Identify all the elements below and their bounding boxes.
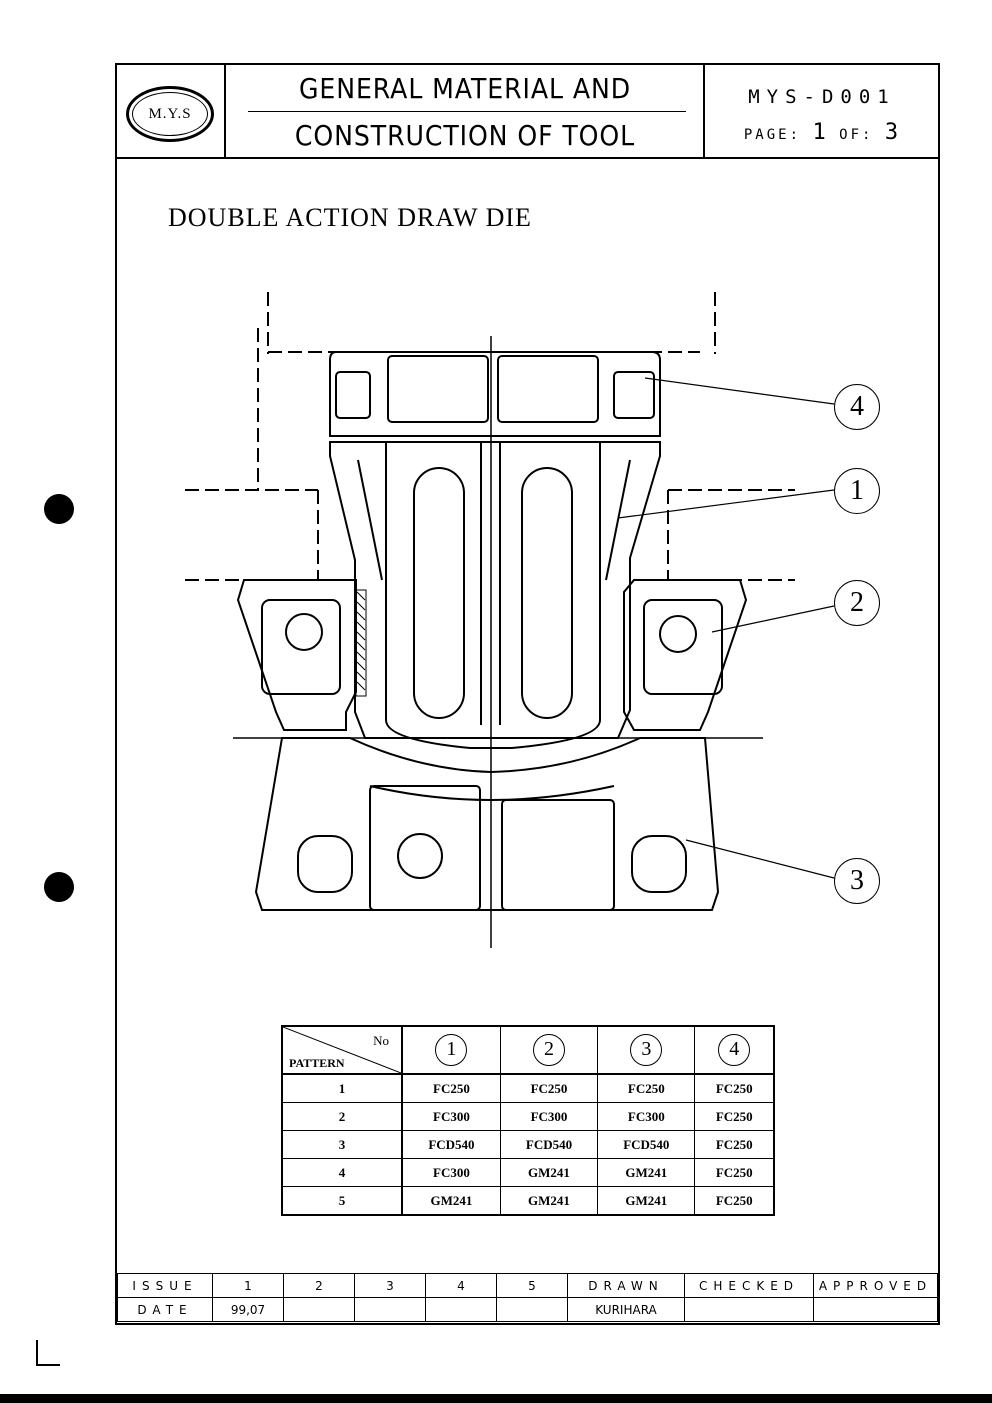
revision-block: ISSUE 1 2 3 4 5 DRAWN CHECKED APPROVED D… [117,1273,938,1322]
scan-edge [0,1394,992,1403]
issue-date [425,1297,497,1322]
page-total: 3 [884,120,901,145]
material-cell: FC250 [694,1186,775,1216]
issue-number: 3 [354,1273,426,1298]
column-header-2: 2 [499,1025,599,1075]
logo-text: M.Y.S [132,92,208,136]
material-table: No PATTERN 1 2 3 4 1 FC250 FC250 FC250 F… [281,1025,775,1216]
date-label: DATE [117,1297,213,1322]
callout-1: 1 [834,468,880,514]
material-cell: FC300 [401,1102,501,1131]
pattern-cell: 4 [281,1158,403,1187]
issue-date [283,1297,355,1322]
material-cell: FC250 [694,1102,775,1131]
part-2-blank-holder [236,579,748,731]
issue-number: 5 [496,1273,568,1298]
page-current: 1 [812,120,828,145]
material-cell: GM241 [597,1158,696,1187]
issue-label: ISSUE [117,1273,213,1298]
checked-by [684,1297,814,1322]
material-table-header: No PATTERN 1 2 3 4 [281,1025,775,1075]
table-row: 4 FC300 GM241 GM241 FC250 [281,1158,775,1187]
issue-number: 2 [283,1273,355,1298]
material-cell: FC250 [694,1158,775,1187]
issue-date [354,1297,426,1322]
header-divider-right [703,63,705,158]
pattern-cell: 1 [281,1073,403,1103]
table-row: 2 FC300 FC300 FC300 FC250 [281,1102,775,1131]
callout-4: 4 [834,384,880,430]
issue-number: 4 [425,1273,497,1298]
approved-label: APPROVED [813,1273,938,1298]
material-cell: FC300 [499,1102,599,1131]
document-title-line1: GENERAL MATERIAL AND [298,72,632,105]
drawing-title: DOUBLE ACTION DRAW DIE [168,203,532,232]
title-underline [248,111,686,112]
material-cell: FC250 [401,1073,501,1103]
material-cell: FC250 [694,1130,775,1159]
drawing-frame [115,63,940,1325]
issue-row: ISSUE 1 2 3 4 5 DRAWN CHECKED APPROVED [117,1273,938,1298]
table-row: 3 FCD540 FCD540 FCD540 FC250 [281,1130,775,1159]
column-header-3: 3 [597,1025,696,1075]
material-cell: FCD540 [597,1130,696,1159]
material-cell: FC250 [597,1073,696,1103]
issue-date [496,1297,568,1322]
pattern-cell: 2 [281,1102,403,1131]
table-corner-cell: No PATTERN [281,1025,403,1075]
issue-date: 99,07 [212,1297,284,1322]
material-cell: FCD540 [401,1130,501,1159]
punch-hole-bottom [44,872,74,902]
header-bottom-rule [115,157,940,159]
column-header-1: 1 [401,1025,501,1075]
page-label: PAGE: [743,127,802,143]
page-of: OF: [839,127,874,143]
company-logo: M.Y.S [126,86,214,142]
pattern-cell: 5 [281,1186,403,1216]
material-cell: FC250 [694,1073,775,1103]
callout-leaders [617,377,835,879]
date-row: DATE 99,07 KURIHARA [117,1297,938,1322]
document-title-line2: CONSTRUCTION OF TOOL [294,119,636,152]
part-3-lower-die [254,737,720,911]
pattern-cell: 3 [281,1130,403,1159]
material-cell: FC250 [499,1073,599,1103]
page-indicator: PAGE: 1 OF: 3 [712,120,932,145]
drawn-by: KURIHARA [567,1297,685,1322]
material-cell: FC300 [597,1102,696,1131]
header-divider-left [224,63,226,158]
material-cell: FC300 [401,1158,501,1187]
material-cell: GM241 [597,1186,696,1216]
corner-pattern-label: PATTERN [289,1056,345,1070]
table-row: 5 GM241 GM241 GM241 FC250 [281,1186,775,1216]
crop-mark [36,1340,60,1366]
material-cell: GM241 [401,1186,501,1216]
corner-no-label: No [373,1033,389,1048]
column-header-4: 4 [694,1025,775,1075]
part-4-upper-holder [329,351,661,437]
callout-3: 3 [834,858,880,904]
approved-by [813,1297,938,1322]
punch-hole-top [44,494,74,524]
document-number: MYS-D001 [748,86,896,108]
material-cell: GM241 [499,1158,599,1187]
callout-2: 2 [834,580,880,626]
material-cell: FCD540 [499,1130,599,1159]
drawn-label: DRAWN [567,1273,685,1298]
part-1-punch [329,441,661,749]
table-row: 1 FC250 FC250 FC250 FC250 [281,1073,775,1103]
material-cell: GM241 [499,1186,599,1216]
issue-number: 1 [212,1273,284,1298]
corner-diagonal [283,1027,401,1073]
checked-label: CHECKED [684,1273,814,1298]
